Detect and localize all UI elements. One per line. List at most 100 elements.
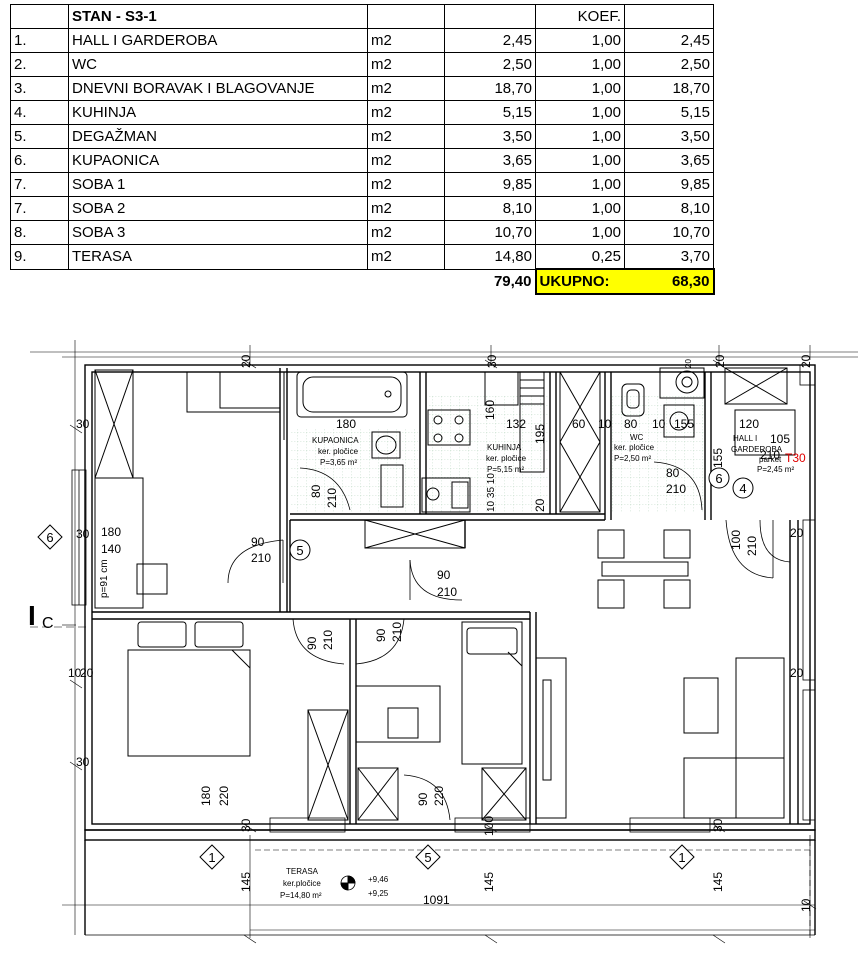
label-terasa-floor: ker.pločice	[283, 879, 321, 888]
svg-text:1091: 1091	[423, 893, 450, 907]
label-wc: WC	[630, 433, 644, 442]
bathroom-fixtures	[283, 371, 408, 508]
label-kupaonica-area: P=3,65 m²	[320, 458, 357, 467]
label-wc-floor: ker. pločice	[614, 443, 655, 452]
total-value: 68,30	[624, 268, 715, 295]
svg-text:20: 20	[80, 666, 94, 680]
svg-text:145: 145	[482, 872, 496, 892]
svg-text:210: 210	[666, 482, 686, 496]
kitchen-fixtures	[421, 371, 601, 513]
windows	[71, 364, 816, 833]
svg-text:90: 90	[374, 628, 388, 642]
svg-text:20: 20	[684, 359, 693, 368]
svg-text:60: 60	[572, 417, 586, 431]
svg-text:30: 30	[76, 417, 90, 431]
label-kupaonica-floor: ker. pločice	[318, 447, 359, 456]
svg-text:90: 90	[437, 568, 451, 582]
label-kuhinja-area: P=5,15 m²	[487, 465, 524, 474]
svg-text:145: 145	[239, 872, 253, 892]
svg-text:20: 20	[790, 666, 804, 680]
area-sum: 79,40	[493, 273, 532, 291]
table-row: 9. TERASA m2 14,80 0,25 3,70	[10, 244, 714, 270]
svg-text:10: 10	[68, 666, 82, 680]
svg-text:20: 20	[790, 526, 804, 540]
table-row: 6. KUPAONICA m2 3,65 1,00 3,65	[10, 148, 714, 173]
circle-mark-4: 4	[739, 481, 746, 496]
svg-text:210: 210	[251, 551, 271, 565]
wc-fixtures	[621, 367, 705, 438]
living-furniture	[364, 519, 785, 819]
diamond-mark-1: 1	[208, 850, 215, 865]
svg-text:210: 210	[437, 585, 457, 599]
svg-text:30: 30	[76, 527, 90, 541]
level-top: +9,46	[368, 875, 389, 884]
room2-furniture	[127, 621, 349, 821]
svg-text:10: 10	[652, 417, 666, 431]
circle-mark-6: 6	[715, 471, 722, 486]
svg-text:105: 105	[770, 432, 790, 446]
svg-text:80: 80	[309, 484, 323, 498]
label-hall: HALL I	[733, 434, 757, 443]
svg-text:20: 20	[799, 354, 813, 368]
svg-text:10: 10	[598, 417, 612, 431]
svg-text:20: 20	[713, 354, 727, 368]
svg-text:10: 10	[799, 898, 813, 912]
svg-text:140: 140	[101, 542, 121, 556]
svg-text:20: 20	[239, 354, 253, 368]
diamond-marks: 6 1 5 1	[37, 524, 695, 870]
table-row: 7. SOBA 1 m2 9,85 1,00 9,85	[10, 172, 714, 197]
svg-text:210: 210	[325, 488, 339, 508]
label-wc-area: P=2,50 m²	[614, 454, 651, 463]
svg-text:132: 132	[506, 417, 526, 431]
svg-text:80: 80	[624, 417, 638, 431]
label-terasa: TERASA	[286, 867, 319, 876]
diamond-mark-5: 5	[424, 850, 431, 865]
level-bottom: +9,25	[368, 889, 389, 898]
room1-furniture	[94, 369, 281, 609]
table-sum-row: 79,40 UKUPNO: 68,30	[11, 268, 715, 295]
svg-text:210: 210	[321, 630, 335, 650]
diamond-mark-1b: 1	[678, 850, 685, 865]
label-hall-floor: parket	[759, 455, 782, 464]
svg-text:20: 20	[533, 498, 547, 512]
label-terasa-area: P=14,80 m²	[280, 891, 322, 900]
kupaonica-tile	[290, 428, 418, 512]
section-letter: C	[42, 615, 54, 632]
label-kupaonica: KUPAONICA	[312, 436, 359, 445]
svg-text:30: 30	[239, 818, 253, 832]
door-swings	[227, 461, 791, 821]
section-marker: I	[28, 600, 36, 631]
label-hall-area: P=2,45 m²	[757, 465, 794, 474]
table-row: 8. SOBA 3 m2 10,70 1,00 10,70	[10, 220, 714, 245]
svg-text:210: 210	[760, 448, 780, 462]
label-hall-2: GARDEROBA	[731, 445, 783, 454]
svg-text:160: 160	[483, 400, 497, 420]
diamond-mark-6: 6	[46, 530, 53, 545]
svg-text:180: 180	[101, 525, 121, 539]
wc-tile	[612, 395, 704, 513]
label-kuhinja-floor: ker. pločice	[486, 454, 527, 463]
svg-text:90: 90	[305, 636, 319, 650]
circle-marks: 5 6 4	[289, 467, 754, 561]
total-label: UKUPNO:	[534, 268, 625, 295]
svg-text:155: 155	[674, 417, 694, 431]
koef-header: KOEF.	[535, 4, 625, 29]
svg-text:80: 80	[666, 466, 680, 480]
table-row: 3. DNEVNI BORAVAK I BLAGOVANJE m2 18,70 …	[10, 76, 714, 101]
svg-text:145: 145	[711, 872, 725, 892]
svg-text:220: 220	[432, 786, 446, 806]
label-t30: T30	[785, 451, 806, 465]
svg-text:10 35 10: 10 35 10	[486, 473, 497, 512]
svg-text:180: 180	[199, 786, 213, 806]
svg-text:90: 90	[416, 792, 430, 806]
svg-text:90: 90	[251, 535, 265, 549]
kuhinja-tile	[428, 395, 548, 513]
room3-furniture	[355, 621, 527, 821]
svg-text:195: 195	[533, 424, 547, 444]
dimension-labels: 20 30 20 20 30 180 160 132 195 60 10 80 …	[68, 354, 813, 912]
svg-text:210: 210	[745, 536, 759, 556]
table-row: 4. KUHINJA m2 5,15 1,00 5,15	[10, 100, 714, 125]
svg-text:30: 30	[76, 755, 90, 769]
label-kuhinja: KUHINJA	[487, 443, 522, 452]
svg-text:30: 30	[485, 354, 499, 368]
